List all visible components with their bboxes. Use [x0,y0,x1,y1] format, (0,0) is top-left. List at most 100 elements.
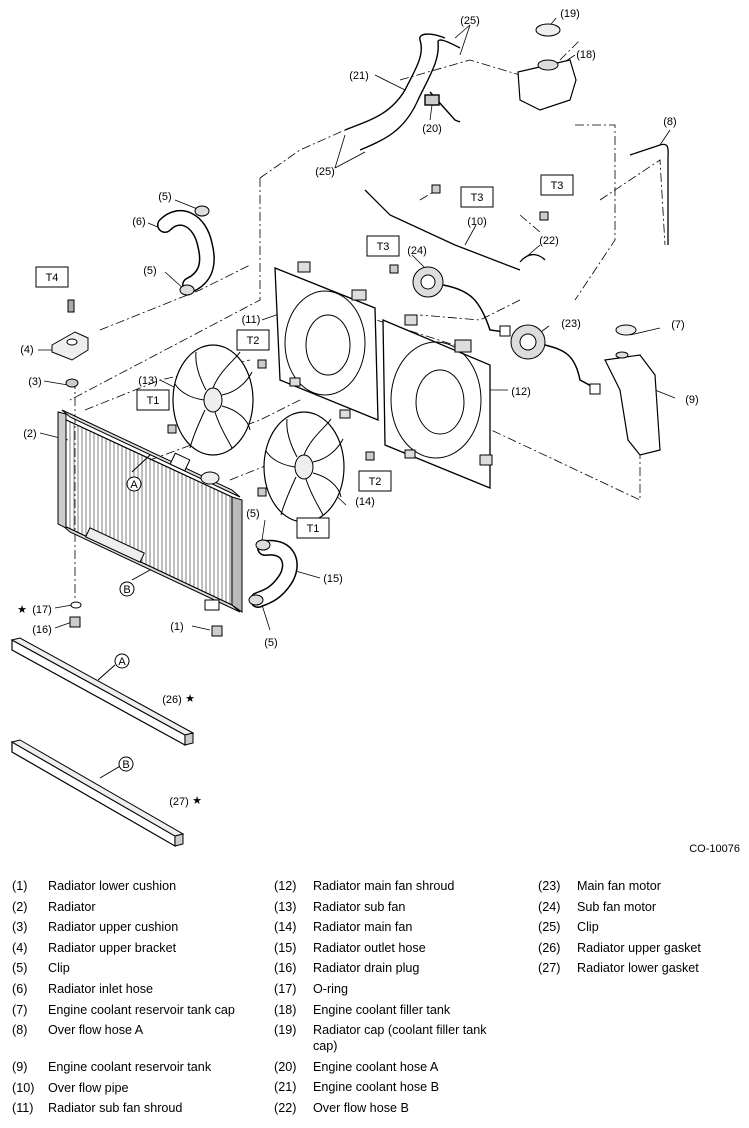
legend-num: (12) [274,879,297,893]
drain-plug [69,601,223,637]
callout: (5) [264,637,277,649]
callout: (22) [539,235,559,247]
legend-item: (19)Radiator cap (coolant filler tank ca… [274,1022,514,1054]
legend-item: (6)Radiator inlet hose [12,981,262,997]
legend-num: (8) [12,1023,28,1038]
callout: (26) [162,694,182,706]
callout: (21) [349,70,369,82]
legend-num: (25) [538,920,561,935]
callout: (1) [170,621,183,633]
legend-num: (18) [274,1002,297,1017]
legend-item: (15) Radiator outlet hose [274,940,514,956]
filler-tank [517,23,577,111]
torque-label: T2 [247,335,260,347]
torque-label: T3 [377,241,390,253]
torque-box [366,235,400,257]
bolts [167,184,549,497]
legend-name: Radiator upper bracket [48,940,177,955]
ref-marker-a: A [118,656,126,668]
legend-name: Clip [577,920,599,935]
legend-num: (1) [12,879,28,893]
legend-num: (22) [274,1100,297,1115]
legend-name: Over flow pipe [48,1080,129,1095]
legend-num: (15) [274,940,297,955]
torque-box [35,266,69,288]
callout: (12) [511,386,531,398]
legend-name: Radiator sub fan shroud [48,1101,183,1116]
ref-marker-b: B [122,759,129,771]
legend-num: (3) [12,920,28,935]
legend-item: (9) Engine coolant reservoir tank [12,1059,262,1075]
callout: (20) [422,123,442,135]
torque-label: T1 [307,523,320,535]
torque-box [460,186,494,208]
legend-item: (10) Over flow pipe [12,1080,262,1096]
legend-num: (16) [274,961,297,976]
legend-item: (14)Radiator main fan [274,919,514,935]
overflow-pipe [364,143,669,271]
callout: (16) [32,624,52,636]
legend-name: Sub fan motor [577,899,657,914]
legend-num: (10) [12,1080,35,1095]
legend-item: (16) Radiator drain plug [274,960,514,976]
legend-item: (13)Radiator sub fan [274,899,514,915]
callout: (19) [560,8,580,20]
main-fan-shroud [382,314,493,489]
ref-marker-a: A [130,479,138,491]
legend-item: (8)Over flow hose A [12,1022,262,1038]
callout: (17) [32,604,52,616]
callout: (4) [20,344,33,356]
legend-item: (22)Over flow hose B [274,1100,514,1116]
legend-item: (23)Main fan motor [538,878,743,894]
legend-item: (17)O-ring [274,981,514,997]
legend-name: Radiator inlet hose [48,981,154,996]
callout: (25) [460,15,480,27]
legend-item: (11) Radiator sub fan shroud [12,1100,262,1116]
callout: (11) [242,314,261,326]
legend-num: (9) [12,1060,28,1075]
main-fan-motor [510,324,601,395]
legend-item: (2)Radiator [12,899,262,915]
callout: (10) [467,216,487,228]
outlet-hose [248,539,298,608]
legend-item: (18) Engine coolant filler tank [274,1002,514,1018]
torque-box [358,470,392,492]
legend-num: (5) [12,961,28,976]
callouts: (1) (2) (3) (4) (5) (5) (5) (5) (6) (7) … [17,8,699,808]
legend-column-1: (1) Radiator lower cushion (2)Radiator (3… [12,878,262,1121]
torque-label: T3 [471,192,484,204]
legend-num: (19) [274,1023,297,1038]
legend-num: (11) [12,1101,34,1116]
exploded-diagram: T4 T2 T1 T1 T2 T3 T3 T3 A B A B (1) (2) … [10,8,740,855]
legend-num: (27) [538,961,561,976]
legend-num: (23) [538,879,561,893]
legend-name: Engine coolant reservoir tank [48,1060,212,1075]
legend-name: Radiator upper cushion [48,920,179,935]
legend-column-3: (23)Main fan motor (24)Sub fan motor (25… [538,878,743,981]
callout: (5) [246,508,259,520]
callout: (5) [143,265,156,277]
legend-item: (26)Radiator upper gasket [538,940,743,956]
legend-name: Radiator upper gasket [577,940,701,955]
legend-name: Radiator lower cushion [48,879,177,893]
radiator [57,409,243,613]
gaskets [10,454,195,848]
legend-name: Radiator drain plug [313,961,420,976]
figure-code: CO-10076 [689,843,740,855]
legend-name: Clip [48,961,70,976]
callout: (8) [663,116,676,128]
legend-num: (13) [274,899,297,914]
legend-name: Radiator lower gasket [577,961,699,976]
legend-column-2: (12)Radiator main fan shroud (13)Radiato… [274,878,514,1121]
legend-num: (2) [12,899,28,914]
legend-name: Radiator outlet hose [313,940,426,955]
torque-box [136,389,170,411]
callout: (23) [561,318,581,330]
sub-fan [172,344,254,456]
callout: (7) [671,319,684,331]
legend-name: Engine coolant filler tank [313,1002,451,1017]
callout: (15) [323,573,343,585]
legend-name: Engine coolant hose B [313,1080,440,1095]
legend-name: Radiator main fan shroud [313,879,455,893]
legend-item: (1) Radiator lower cushion [12,878,262,894]
